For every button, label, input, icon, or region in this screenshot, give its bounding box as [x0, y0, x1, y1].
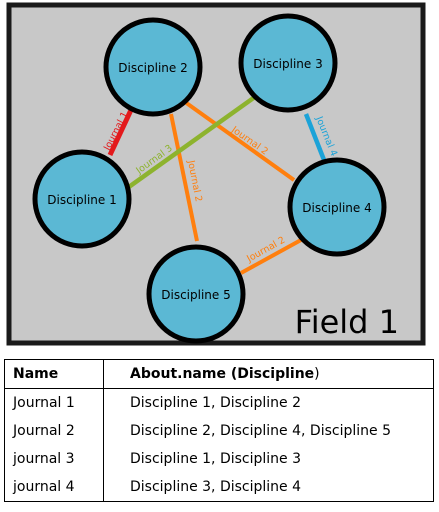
- table-row: journal 3 Discipline 1, Discipline 3: [4, 445, 434, 473]
- discipline-node-3-circle: [238, 13, 338, 113]
- journal-links: [107, 92, 327, 275]
- disciplines-cell: Discipline 1, Discipline 2: [103, 388, 434, 417]
- edge-journal-1-d1-d2: [107, 108, 134, 157]
- edge-journal-4-d3-d4: [303, 113, 327, 161]
- journal-name-cell: Journal 2: [4, 417, 104, 445]
- table-row: journal 4 Discipline 3, Discipline 4: [4, 473, 434, 502]
- disciplines-cell: Discipline 2, Discipline 4, Discipline 5: [103, 417, 434, 445]
- discipline-node-2-circle: [103, 17, 203, 117]
- discipline-node-3-label: Discipline 3: [253, 57, 322, 71]
- header-about-name-close: ): [314, 366, 320, 382]
- discipline-node-1: Discipline 1: [32, 149, 132, 249]
- header-about-name: About.name (Discipline): [103, 359, 434, 389]
- journal-name-cell: journal 4: [4, 473, 104, 502]
- discipline-node-5-label: Discipline 5: [161, 288, 230, 302]
- field-label: Field 1: [295, 303, 399, 341]
- table-row: Journal 1 Discipline 1, Discipline 2: [4, 388, 434, 417]
- discipline-node-1-label: Discipline 1: [47, 193, 116, 207]
- discipline-node-4: Discipline 4: [287, 157, 387, 257]
- edge-journal-2-d2-d5: [169, 113, 199, 242]
- journal-name-cell: journal 3: [4, 445, 104, 473]
- discipline-node-4-label: Discipline 4: [302, 201, 371, 215]
- journal-name-cell: Journal 1: [4, 388, 104, 417]
- edge-journal-2-d2-d4: [183, 100, 296, 182]
- disciplines-cell: Discipline 1, Discipline 3: [103, 445, 434, 473]
- discipline-node-4-circle: [287, 157, 387, 257]
- table-header-row: Name About.name (Discipline): [4, 359, 434, 389]
- edge-journal-2-d4-d5: [240, 238, 302, 275]
- discipline-node-5: Discipline 5: [146, 244, 246, 344]
- disciplines-cell: Discipline 3, Discipline 4: [103, 473, 434, 502]
- journal-discipline-table: Name About.name (Discipline) Journal 1 D…: [4, 359, 434, 502]
- field-diagram: Journal 1 Journal 2 Journal 2 Journal 2 …: [6, 2, 426, 346]
- edge-journal-3-d1-d3: [124, 92, 261, 191]
- discipline-node-5-circle: [146, 244, 246, 344]
- table-row: Journal 2 Discipline 2, Discipline 4, Di…: [4, 417, 434, 445]
- discipline-nodes: Discipline 1 Discipline 2 Discipline 3 D…: [32, 13, 387, 344]
- discipline-node-2: Discipline 2: [103, 17, 203, 117]
- discipline-node-2-label: Discipline 2: [118, 61, 187, 75]
- discipline-node-1-circle: [32, 149, 132, 249]
- header-name: Name: [4, 359, 104, 389]
- discipline-node-3: Discipline 3: [238, 13, 338, 113]
- header-about-name-bold: About.name (Discipline: [130, 366, 315, 382]
